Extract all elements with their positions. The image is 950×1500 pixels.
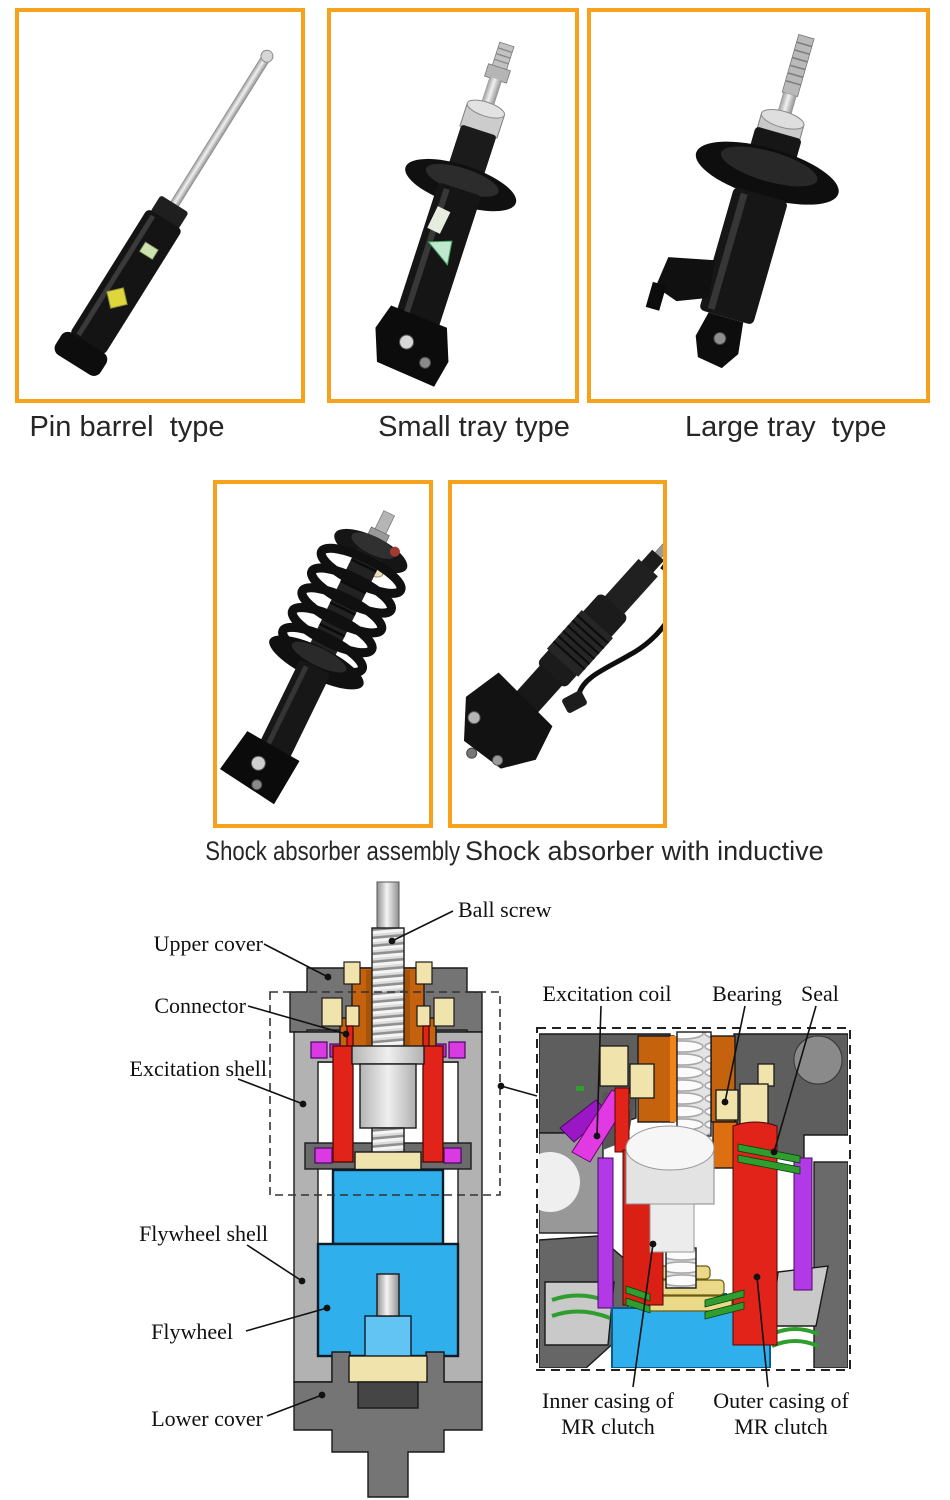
large-tray-image bbox=[645, 34, 839, 369]
leader-dots bbox=[298, 937, 778, 1399]
output-shaft-stub bbox=[357, 1381, 419, 1409]
detail-seal bbox=[737, 1143, 801, 1164]
detail-view-dashed-border bbox=[536, 1027, 851, 1371]
label-flywheel-shell: Flywheel shell bbox=[139, 1221, 268, 1246]
label-bearing: Bearing bbox=[712, 981, 782, 1006]
label-connector: Connector bbox=[154, 993, 246, 1018]
leader-lines bbox=[237, 910, 817, 1417]
label-outer-casing-line1: Outer casing of bbox=[713, 1388, 849, 1413]
cross-section-diagram: Ball screw Upper cover Connector Excitat… bbox=[130, 881, 851, 1498]
label-inner-casing-line2: MR clutch bbox=[561, 1414, 655, 1439]
caption-pin-barrel: Pin barrel type bbox=[29, 411, 225, 443]
left-section-view bbox=[269, 881, 501, 1498]
flywheel-part bbox=[316, 1168, 460, 1359]
large-tray-photo-box bbox=[587, 8, 930, 403]
detail-ball-screw-threads bbox=[676, 1031, 712, 1137]
label-seal: Seal bbox=[801, 981, 839, 1006]
detail-outer-casing bbox=[732, 1121, 778, 1346]
small-tray-image bbox=[375, 41, 517, 387]
caption-inductive: Shock absorber with inductive bbox=[465, 836, 824, 866]
casing-red-parts bbox=[332, 1025, 444, 1163]
caption-assembly: Shock absorber assembly bbox=[205, 836, 461, 866]
detail-region-dashed-box bbox=[269, 991, 501, 1196]
label-upper-cover: Upper cover bbox=[154, 931, 264, 956]
ball-screw-rod bbox=[376, 881, 400, 933]
label-outer-casing-line2: MR clutch bbox=[734, 1414, 828, 1439]
detail-view bbox=[536, 1027, 851, 1371]
lower-bearing-ring bbox=[348, 1355, 428, 1383]
pin-barrel-image bbox=[54, 49, 274, 376]
detail-coil-strip-left bbox=[597, 1157, 614, 1309]
label-excitation-coil: Excitation coil bbox=[543, 981, 672, 1006]
caption-large-tray: Large tray type bbox=[685, 411, 887, 443]
detail-screw-column bbox=[649, 1203, 695, 1253]
small-tray-photo-box bbox=[327, 8, 579, 403]
shock-absorber-with-inductive-image bbox=[463, 543, 663, 769]
label-flywheel: Flywheel bbox=[151, 1319, 233, 1344]
shock-absorber-assembly-image bbox=[219, 510, 408, 805]
detail-coil-strip-right bbox=[793, 1157, 813, 1291]
inductive-photo-box bbox=[448, 480, 667, 828]
caption-small-tray: Small tray type bbox=[378, 411, 570, 443]
ball-screw-threads-upper bbox=[371, 927, 405, 1053]
lower-cover-part bbox=[293, 1351, 483, 1498]
ball-screw-tip bbox=[376, 1273, 400, 1317]
label-lower-cover: Lower cover bbox=[151, 1406, 263, 1431]
pin-barrel-photo-box bbox=[15, 8, 305, 403]
label-excitation-shell: Excitation shell bbox=[130, 1056, 267, 1081]
ball-nut-body bbox=[359, 1063, 417, 1129]
label-inner-casing-line1: Inner casing of bbox=[542, 1388, 675, 1413]
label-ball-screw: Ball screw bbox=[458, 897, 552, 922]
assembly-photo-box bbox=[213, 480, 433, 828]
ball-nut-flange bbox=[351, 1045, 425, 1065]
